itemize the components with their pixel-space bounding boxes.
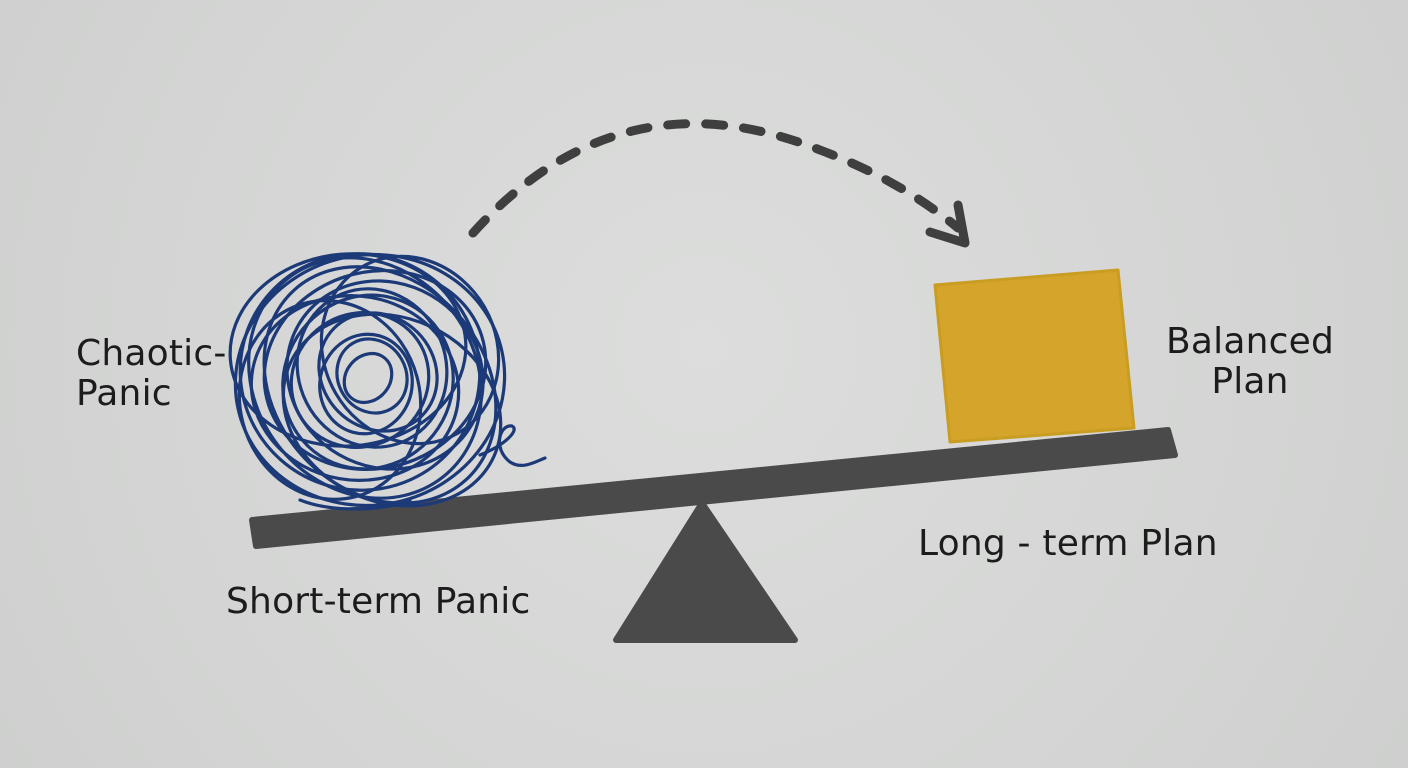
balanced-plan-label: Balanced Plan — [1166, 321, 1335, 403]
triangle-fulcrum-icon — [613, 500, 798, 643]
balanced-plan-label-line2: Plan — [1211, 361, 1289, 403]
chaotic-panic-label-line1: Chaotic- — [76, 333, 227, 374]
square-block-icon — [933, 268, 1136, 444]
tangled-scribble-icon — [228, 252, 547, 511]
seesaw-beam — [249, 427, 1178, 549]
dashed-arc-arrow-icon — [468, 119, 970, 248]
chaotic-panic-label: Chaotic- Panic — [76, 333, 227, 415]
balanced-plan-label-line1: Balanced — [1166, 321, 1335, 362]
long-term-plan-label: Long - term Plan — [918, 523, 1218, 564]
chaotic-panic-label-line2: Panic — [76, 373, 172, 415]
short-term-panic-label: Short-term Panic — [226, 581, 531, 622]
